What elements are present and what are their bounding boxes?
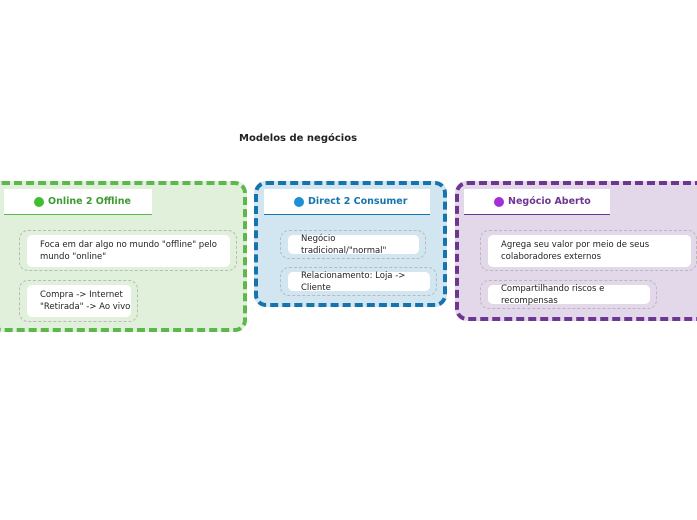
item-outline (480, 280, 657, 309)
node-text-line: Foca em dar algo no mundo "offline" pelo (40, 240, 217, 250)
node-text-line: Agrega seu valor por meio de seus (501, 240, 650, 250)
purple-dot-icon (494, 197, 504, 207)
branch-negocio-aberto-header[interactable]: Negócio Aberto (464, 189, 610, 215)
node-online-offline-focus[interactable]: Foca em dar algo no mundo "offline" pelo… (27, 235, 230, 267)
branch-label: Negócio Aberto (508, 196, 591, 207)
green-dot-icon (34, 197, 44, 207)
node-text-line: Compartilhando riscos e recompensas (501, 283, 605, 306)
item-outline (19, 230, 237, 271)
diagram-title: Modelos de negócios (239, 133, 358, 144)
node-text-line: "Retirada" -> Ao vivo (40, 302, 131, 312)
node-online-offline-purchase[interactable]: Compra -> Internet "Retirada" -> Ao vivo (27, 285, 131, 317)
node-open-shared-risks[interactable]: Compartilhando riscos e recompensas (488, 283, 650, 306)
node-text-line: mundo "online" (40, 252, 107, 262)
branch-label: Online 2 Offline (48, 196, 131, 207)
branch-online-2-offline-header[interactable]: Online 2 Offline (4, 189, 152, 215)
node-text-line: Negócio tradicional/"normal" (301, 233, 387, 256)
node-text-line: Relacionamento: Loja -> Cliente (301, 270, 406, 293)
branch-direct-2-consumer-header[interactable]: Direct 2 Consumer (264, 189, 430, 215)
item-outline (280, 267, 437, 296)
blue-dot-icon (294, 197, 304, 207)
item-outline (280, 230, 426, 259)
node-text-line: Compra -> Internet (40, 290, 123, 300)
branch-label: Direct 2 Consumer (308, 196, 408, 207)
item-outline (19, 280, 138, 322)
node-text-line: colaboradores externos (501, 252, 602, 262)
node-direct-traditional[interactable]: Negócio tradicional/"normal" (288, 233, 419, 256)
node-direct-relationship[interactable]: Relacionamento: Loja -> Cliente (288, 270, 430, 293)
node-open-external-collaborators[interactable]: Agrega seu valor por meio de seus colabo… (488, 235, 691, 267)
